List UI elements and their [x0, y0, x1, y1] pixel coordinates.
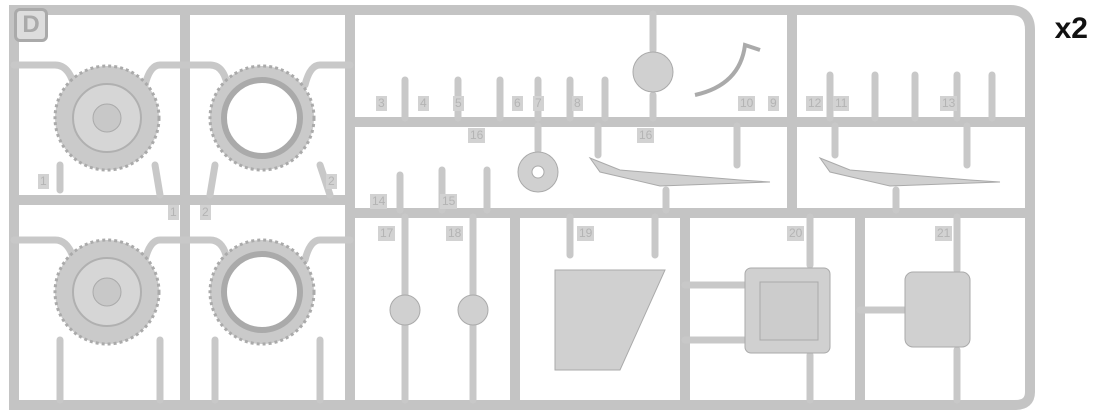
part-label: 1 — [168, 205, 179, 220]
wheel-tire-1b — [53, 238, 161, 346]
rifle-16b — [818, 156, 1001, 187]
part-label: 9 — [768, 96, 779, 111]
part-label: 11 — [833, 96, 850, 111]
part-label: 14 — [370, 194, 388, 209]
canvas-21 — [904, 271, 971, 348]
runners — [9, 5, 1035, 410]
door-panel-19 — [554, 269, 666, 371]
part-label: 6 — [512, 96, 523, 111]
sprue-letter-badge: D — [14, 8, 48, 42]
part-label: 21 — [935, 226, 953, 241]
part-label: 19 — [577, 226, 595, 241]
small-parts — [389, 42, 1001, 371]
part-label: 12 — [806, 96, 824, 111]
part-label: 2 — [200, 205, 211, 220]
quantity-label: x2 — [1054, 12, 1088, 45]
part-label: 4 — [418, 96, 429, 111]
part-label: 13 — [940, 96, 958, 111]
tire-2b — [208, 238, 316, 346]
rifle-16 — [588, 156, 771, 187]
wheel-tire-1 — [53, 64, 161, 172]
part-label: 2 — [326, 174, 337, 189]
part-label: 20 — [787, 226, 805, 241]
part-label: 16 — [468, 128, 486, 143]
part-label: 15 — [440, 194, 458, 209]
gates — [10, 10, 996, 404]
tires — [53, 64, 316, 346]
part-label: 5 — [453, 96, 464, 111]
part-label: 3 — [376, 96, 387, 111]
part-label: 16 — [637, 128, 655, 143]
part-label: 8 — [572, 96, 583, 111]
frame-runner — [9, 5, 1035, 410]
part-label: 18 — [446, 226, 464, 241]
part-label: 10 — [738, 96, 756, 111]
part-label: 7 — [533, 96, 544, 111]
tire-2 — [208, 64, 316, 172]
part-label: 17 — [378, 226, 396, 241]
part-label: 1 — [38, 174, 49, 189]
